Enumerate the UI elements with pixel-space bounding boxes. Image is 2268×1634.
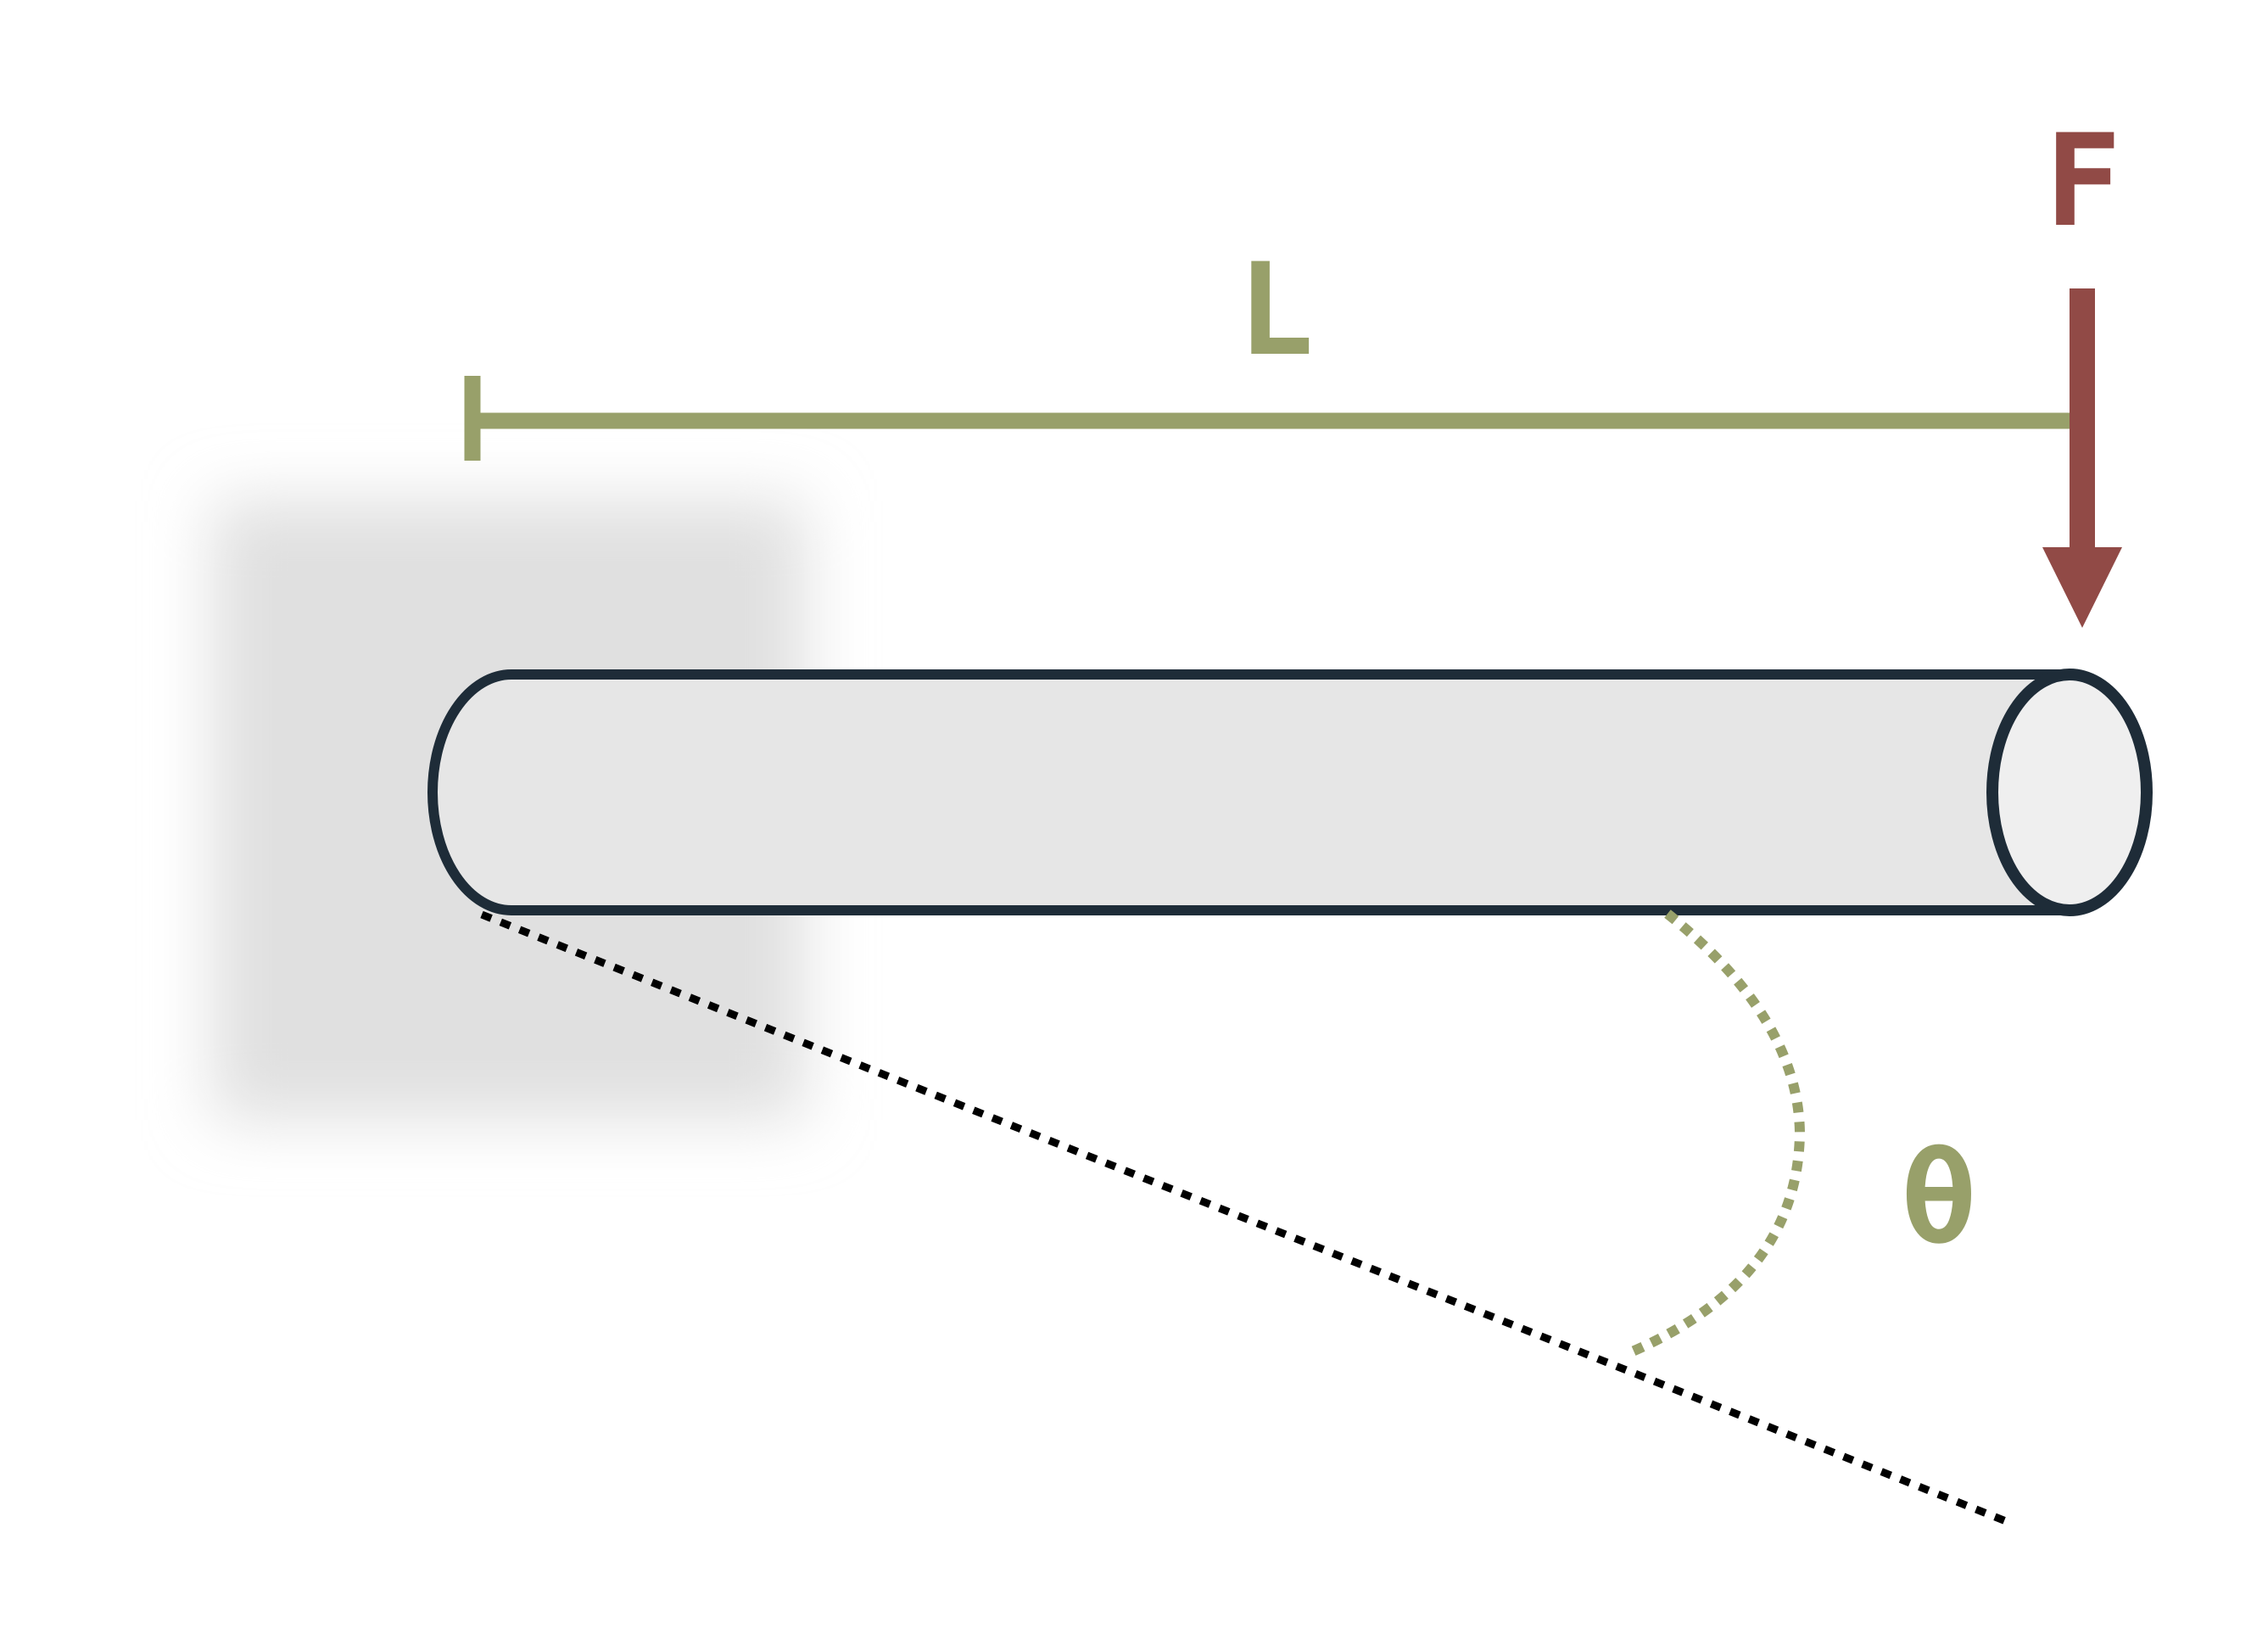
force-label: F <box>2045 108 2121 255</box>
angle-label: θ <box>1901 1125 1977 1273</box>
length-dimension <box>464 376 2075 461</box>
rod <box>427 669 2153 916</box>
deflection-reference-line <box>480 910 2012 1527</box>
rod-body <box>427 669 2075 915</box>
angle-arc <box>1626 909 1806 1358</box>
length-label: L <box>1237 237 1314 384</box>
force-arrow <box>2042 288 2122 628</box>
force-arrow-head <box>2042 547 2122 628</box>
rod-end-face <box>1986 669 2153 916</box>
